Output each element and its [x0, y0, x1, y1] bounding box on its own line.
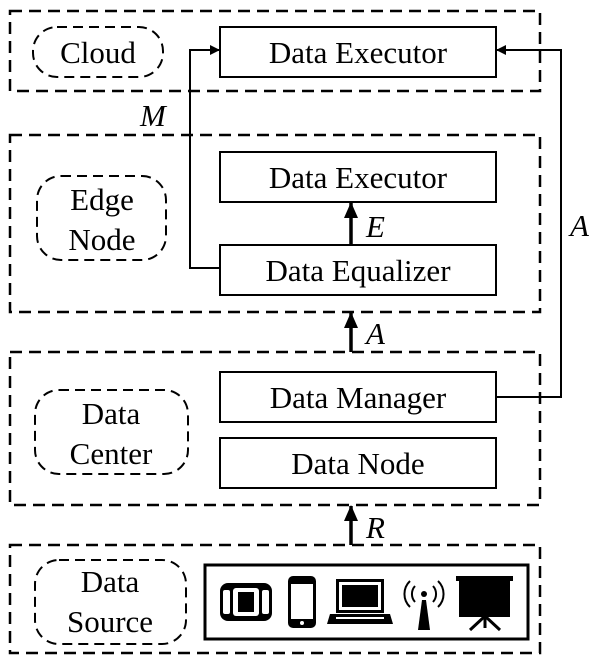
cloud-data-executor-box — [219, 26, 497, 78]
data-equalizer-box — [219, 244, 497, 296]
projector-screen-icon — [456, 576, 513, 632]
center-tag-line1: Data — [82, 396, 141, 431]
cloud-layer: Cloud Data Executor — [8, 9, 542, 93]
center-tag-outline — [34, 389, 189, 475]
laptop-icon — [327, 579, 393, 624]
edge-tag-line1: Edge — [70, 182, 134, 217]
arrow-m-label: M — [139, 98, 168, 133]
edge-data-executor-box — [219, 151, 497, 203]
edge-data-executor-label: Data Executor — [269, 160, 448, 195]
arrow-m — [189, 45, 220, 269]
source-layer: Data Source — [8, 543, 542, 655]
car-icon — [220, 583, 272, 621]
wireless-tower-icon — [403, 580, 445, 630]
edge-tag-outline — [36, 175, 167, 261]
cloud-tag-outline — [32, 26, 164, 78]
arrow-a-manager-cloud — [496, 45, 562, 398]
data-node-label: Data Node — [291, 446, 424, 481]
cloud-tag: Cloud — [60, 35, 136, 70]
edge-layer-border — [8, 133, 542, 314]
data-node-box — [219, 437, 497, 489]
data-manager-label: Data Manager — [270, 380, 447, 415]
source-layer-border — [8, 543, 542, 655]
edge-tag-line2: Node — [68, 222, 135, 257]
arrow-e-label: E — [365, 209, 385, 244]
center-tag-line2: Center — [70, 436, 153, 471]
smartphone-icon — [288, 576, 316, 628]
edge-layer: Edge Node Data Executor Data Equalizer — [8, 133, 542, 314]
data-equalizer-label: Data Equalizer — [265, 253, 451, 288]
source-tag-outline — [34, 559, 187, 645]
arrow-r-label: R — [365, 510, 385, 545]
arrow-a-center-edge-label: A — [364, 316, 386, 351]
arrow-a-manager-cloud-label: A — [568, 208, 590, 243]
source-tag-line1: Data — [81, 564, 140, 599]
center-layer: Data Center Data Manager Data Node — [8, 350, 542, 507]
source-tag-line2: Source — [67, 604, 153, 639]
cloud-data-executor-label: Data Executor — [269, 35, 448, 70]
